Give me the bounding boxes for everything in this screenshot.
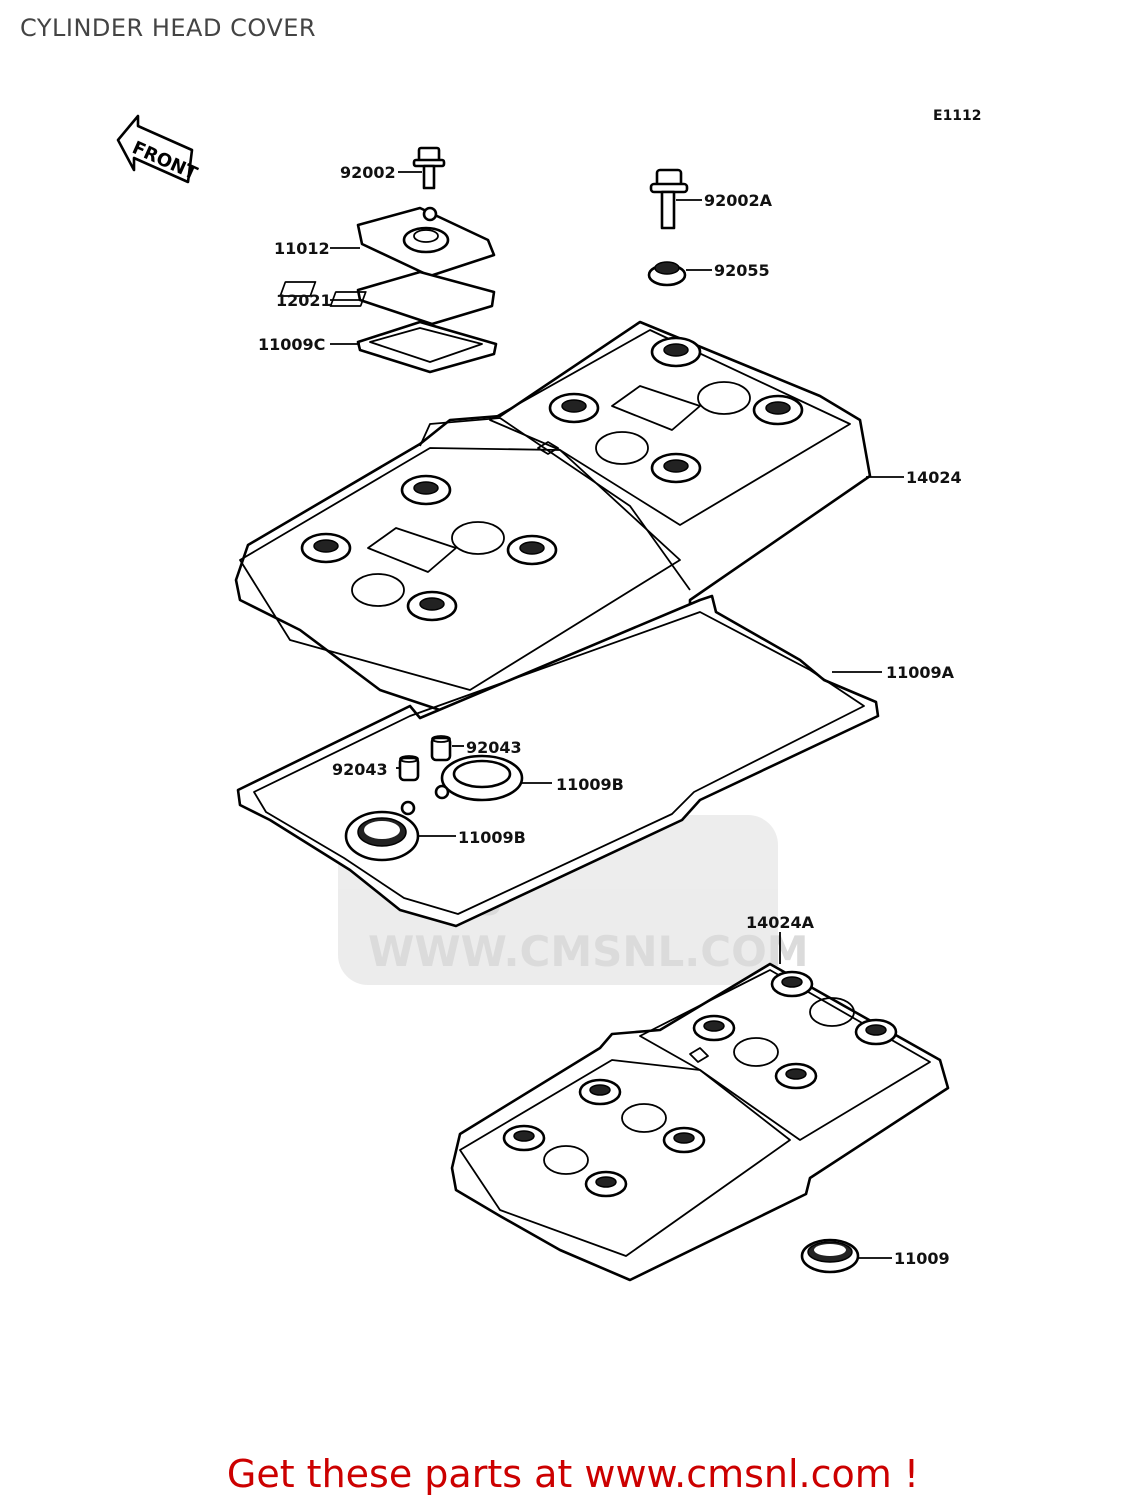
callout-11009B-a: 11009B: [556, 775, 624, 794]
callout-11009: 11009: [894, 1249, 950, 1268]
front-arrow-icon: FRONT: [116, 114, 201, 185]
callout-92043-a: 92043: [466, 738, 522, 757]
dowel-pin-92043-a: [430, 735, 452, 762]
cylinder-head-cover-14024: [234, 320, 872, 722]
callout-11009A: 11009A: [886, 663, 955, 682]
bolt-92002A: [649, 168, 689, 230]
callout-14024A: 14024A: [746, 913, 815, 932]
callout-11009B-b: 11009B: [458, 828, 526, 847]
cylinder-head-cover-14024A: [450, 962, 950, 1282]
seal-11009B-upper: [434, 754, 524, 802]
oil-seal-11009: [800, 1238, 860, 1274]
gasket-11009C: [356, 320, 498, 374]
seal-11009B-lower: [344, 800, 420, 862]
callout-11012: 11012: [274, 239, 330, 258]
callout-labels: 92002 92002A 11012 92055 12021 11009C 14…: [258, 163, 962, 1268]
page-title: CYLINDER HEAD COVER: [20, 14, 317, 42]
breather-cover-11012: [356, 206, 496, 278]
callout-92002A: 92002A: [704, 191, 773, 210]
parts-diagram: CMS WWW.CMSNL.COM FRONT: [116, 114, 962, 1282]
callout-14024: 14024: [906, 468, 962, 487]
watermark-url: WWW.CMSNL.COM: [368, 927, 809, 976]
callout-92055: 92055: [714, 261, 770, 280]
diagram-code: E1112: [933, 108, 982, 124]
grommet-92055: [647, 261, 687, 287]
callout-12021: 12021: [276, 291, 332, 310]
footer-link[interactable]: Get these parts at www.cmsnl.com !: [226, 1452, 920, 1496]
callout-92002: 92002: [340, 163, 396, 182]
bolt-92002: [412, 146, 446, 190]
dowel-pin-92043-b: [398, 755, 420, 782]
callout-11009C: 11009C: [258, 335, 325, 354]
leader-lines: [330, 171, 904, 1259]
callout-92043-b: 92043: [332, 760, 388, 779]
